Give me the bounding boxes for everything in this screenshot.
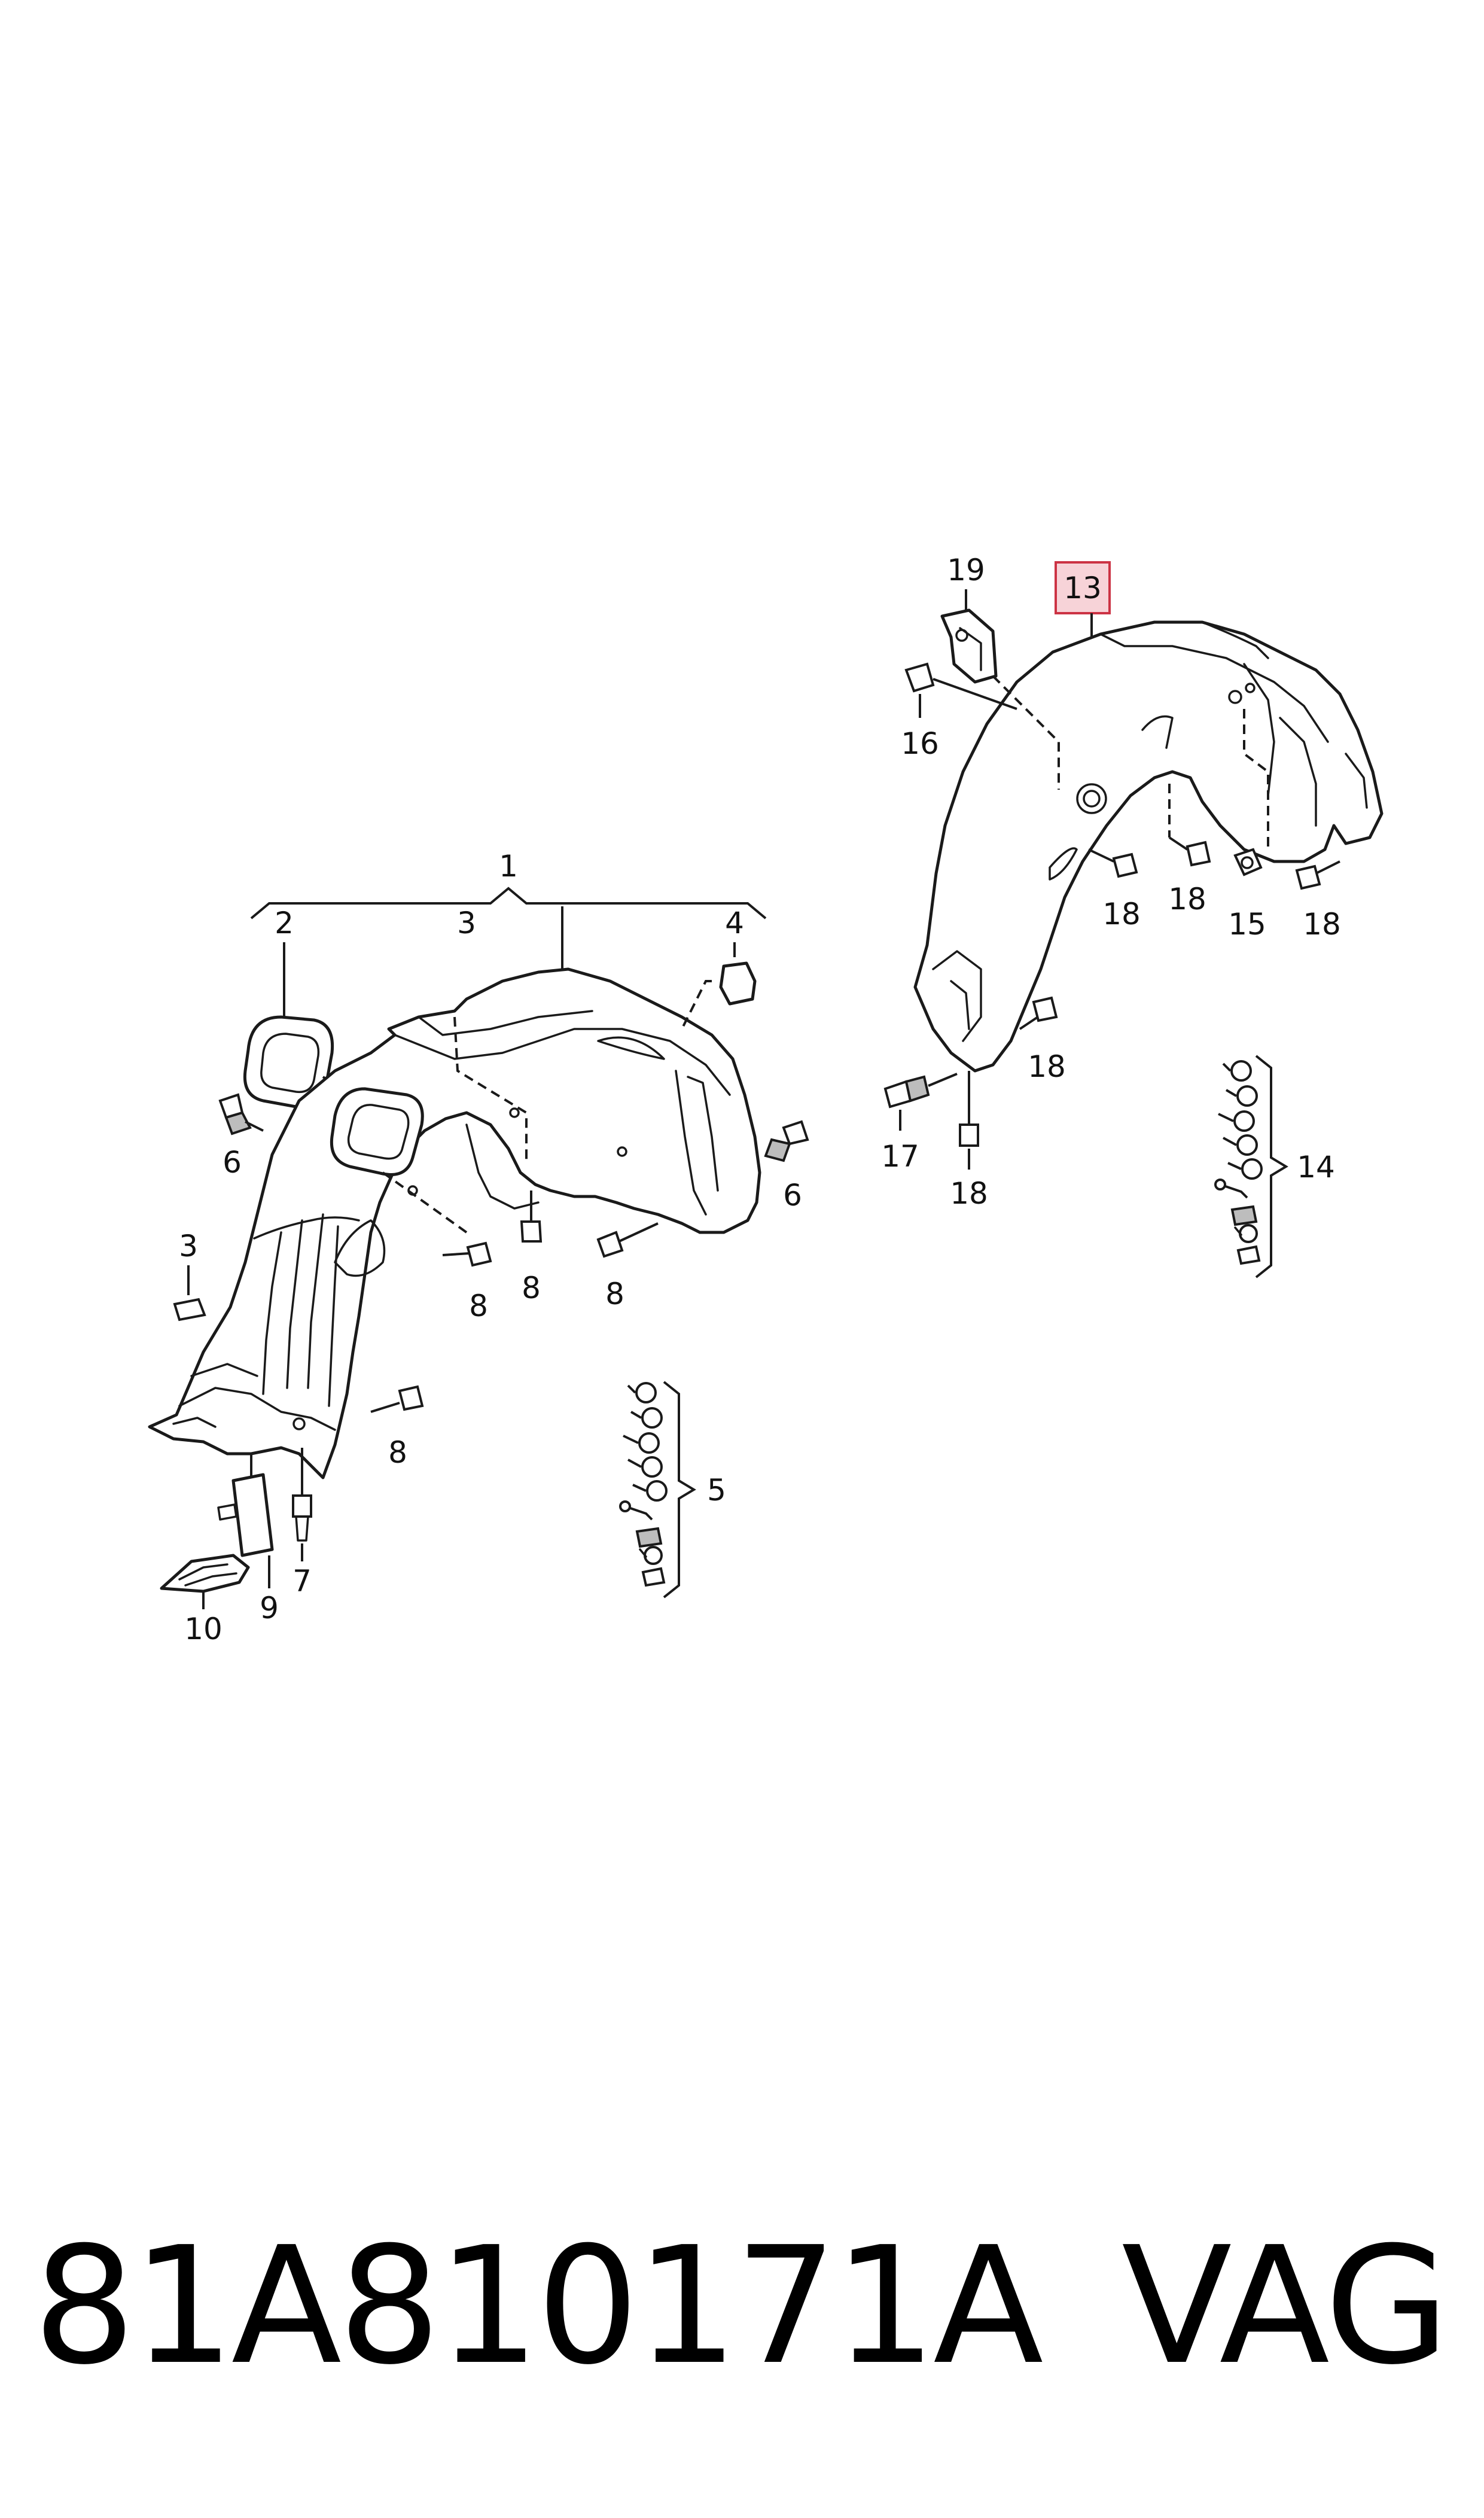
kit-14-clip-1: [1214, 1179, 1248, 1199]
fastener-kit-14: [1214, 1055, 1288, 1278]
callout-8-a: 8: [469, 1289, 488, 1323]
kit-14-clip-3: [1234, 1224, 1258, 1243]
expansion-rivet-6-left: [218, 1093, 264, 1135]
callout-17: 17: [881, 1139, 919, 1174]
callout-18-b: 18: [1168, 882, 1206, 917]
dashed-guide-19: [992, 675, 1060, 790]
dashed-guide-4: [681, 980, 712, 1030]
callout-18-e: 18: [950, 1176, 988, 1211]
right-assembly: 19 13: [881, 553, 1384, 1278]
front-wheel-liner: [148, 967, 761, 1479]
callout-8-d: 8: [388, 1435, 407, 1470]
callout-10: 10: [184, 1612, 223, 1646]
screw-part-7: [292, 1448, 312, 1542]
bracket-part-9: [217, 1454, 274, 1557]
callout-19: 19: [947, 553, 985, 587]
callout-18-d: 18: [1028, 1049, 1066, 1084]
screw-8-a: [442, 1241, 492, 1267]
callout-14: 14: [1297, 1150, 1335, 1185]
callout-13-highlight-box: [1055, 561, 1111, 614]
group-bracket-1: [250, 887, 767, 919]
callout-3-left: 3: [179, 1229, 198, 1263]
callout-4: 4: [725, 906, 744, 940]
kit-14-clip-4: [1236, 1245, 1261, 1265]
deflector-part-10: [160, 1554, 250, 1593]
screw-8-d: [370, 1385, 424, 1413]
kit-5-clip-2: [635, 1527, 663, 1548]
fastener-kit-5: [619, 1381, 696, 1599]
brand-text: VAG: [1122, 2212, 1450, 2400]
callout-5: 5: [707, 1473, 726, 1508]
clip-part-15: [1233, 848, 1263, 876]
callout-18-c: 18: [1303, 907, 1341, 942]
callout-8-b: 8: [522, 1271, 541, 1305]
kit-14-screw-2: [1225, 1085, 1258, 1107]
callout-6-right: 6: [783, 1178, 802, 1213]
clip-part-16: [904, 662, 1017, 710]
screw-18-a: [1088, 848, 1138, 878]
callout-9: 9: [260, 1591, 279, 1625]
clip-part-4: [719, 961, 757, 1006]
kit-14-clip-2: [1230, 1205, 1258, 1226]
kit-14-screw-1: [1222, 1060, 1252, 1082]
rear-wheel-liner: [913, 620, 1384, 1073]
dashed-guide-8a: [382, 1171, 468, 1234]
dashed-guide-15: [1243, 709, 1269, 850]
kit-5-clip-3: [639, 1546, 663, 1565]
left-assembly: 1 2 3 4: [148, 849, 809, 1646]
clip-nut-3: [173, 1298, 206, 1322]
screw-18-d: [1019, 996, 1058, 1030]
screw-8-c: [596, 1222, 659, 1258]
screw-18-b: [1168, 836, 1211, 867]
expansion-rivet-6-right: [764, 1120, 809, 1162]
kit-5-screw-1: [627, 1382, 657, 1403]
kit-14-screw-3: [1218, 1110, 1255, 1132]
rivet-part-17: [883, 1073, 958, 1109]
kit-14-screw-4: [1223, 1134, 1258, 1156]
bracket-part-19: [940, 608, 998, 684]
callout-15: 15: [1228, 907, 1266, 942]
part-number-text: 81A810171A: [33, 2212, 1044, 2400]
dashed-guide-3: [453, 1016, 528, 1161]
callout-2: 2: [275, 906, 294, 940]
callout-1: 1: [499, 849, 518, 884]
callout-3-top: 3: [457, 906, 476, 940]
screw-18-c: [1295, 860, 1340, 890]
kit-5-clip-4: [641, 1567, 666, 1587]
callout-16: 16: [901, 726, 939, 761]
screw-8-b: [520, 1191, 543, 1243]
callout-18-a: 18: [1102, 897, 1141, 931]
kit-5-screw-3: [623, 1432, 660, 1454]
kit-14-screw-5: [1227, 1158, 1263, 1180]
callout-8-c: 8: [605, 1277, 624, 1311]
kit-5-screw-5: [632, 1480, 668, 1502]
seal-frame-part: [243, 1015, 334, 1109]
callout-13: 13: [1064, 571, 1102, 605]
callout-6-left: 6: [223, 1145, 242, 1180]
kit-5-screw-4: [627, 1456, 663, 1478]
kit-5-screw-2: [630, 1407, 663, 1429]
kit-5-clip-1: [619, 1500, 653, 1521]
screw-18-e: [959, 1071, 979, 1147]
callout-7: 7: [292, 1564, 312, 1599]
